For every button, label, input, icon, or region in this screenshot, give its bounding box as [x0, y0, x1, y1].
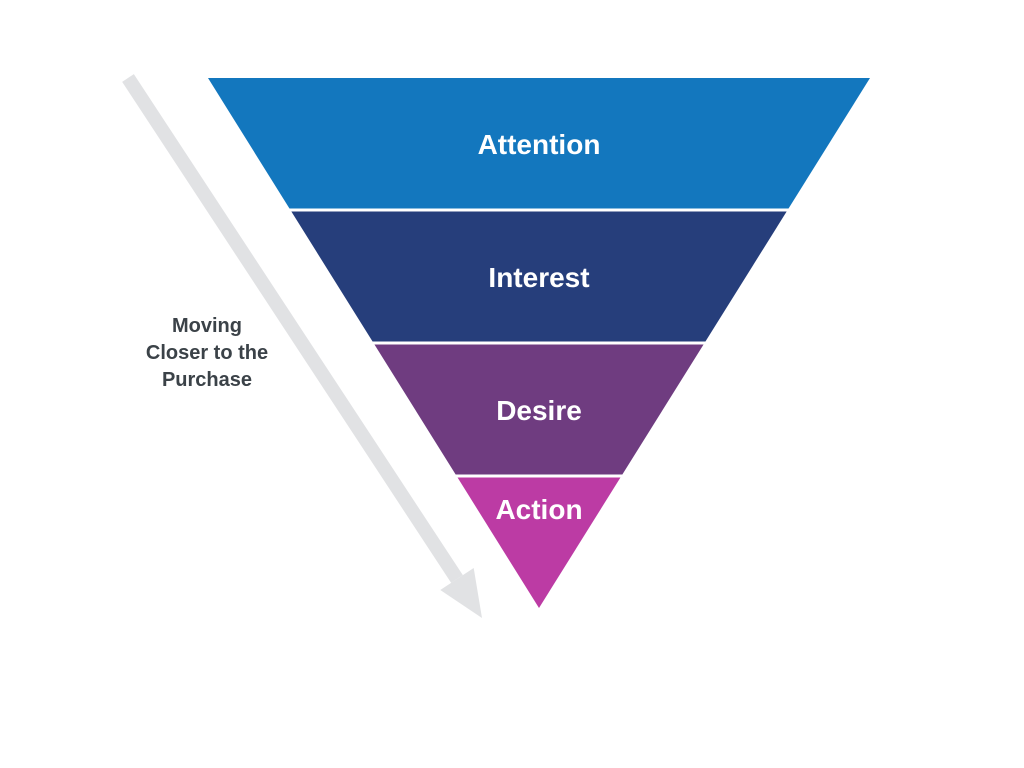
stage-attention-shape: [208, 78, 870, 210]
stage-interest-label: Interest: [488, 262, 589, 293]
stage-desire-label: Desire: [496, 395, 582, 426]
funnel: Attention Interest Desire Action: [208, 78, 870, 608]
annotation-line-3: Purchase: [162, 369, 252, 391]
stage-desire-shape: [373, 343, 705, 476]
annotation-text: Moving Closer to the Purchase: [146, 315, 268, 391]
stage-action-shape: [456, 476, 622, 608]
stage-attention-label: Attention: [478, 129, 601, 160]
arrow-head-icon: [440, 568, 482, 618]
annotation-line-1: Moving: [172, 315, 242, 337]
stage-action-label: Action: [495, 494, 582, 525]
arrow-shaft: [122, 74, 463, 583]
moving-closer-arrow: [122, 74, 482, 618]
stage-interest-shape: [290, 210, 788, 343]
annotation-line-2: Closer to the: [146, 342, 268, 364]
